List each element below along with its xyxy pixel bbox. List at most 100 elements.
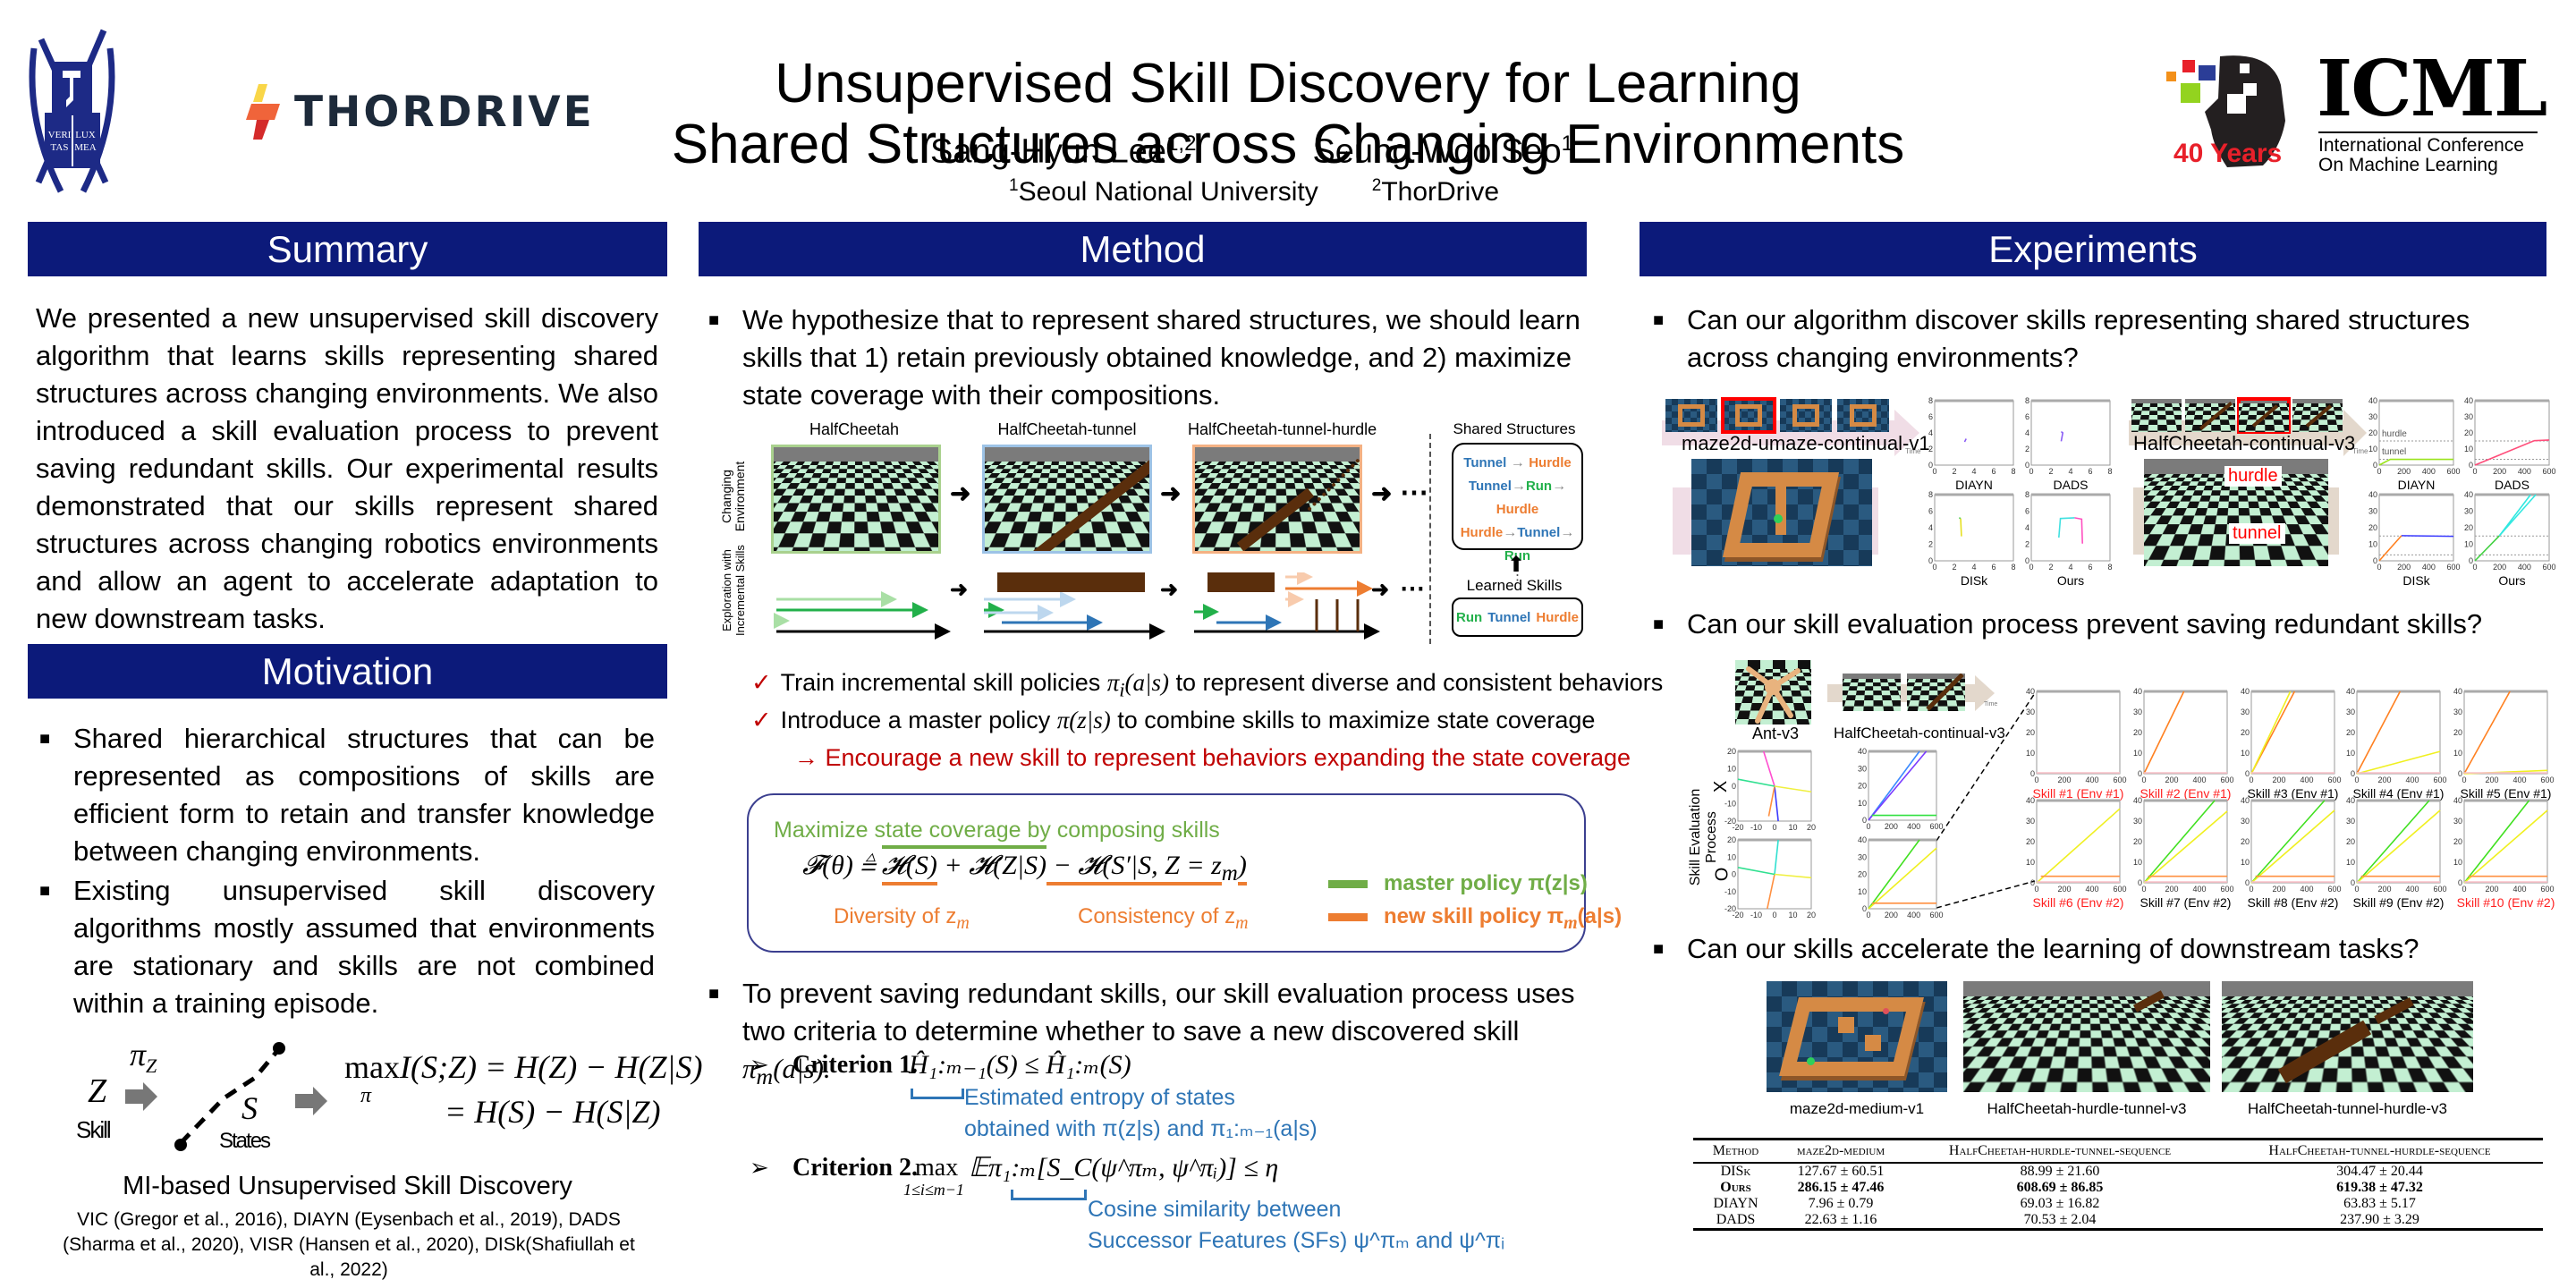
x-tick-label: -10 [1750,823,1762,832]
y-tick-label: 30 [2241,817,2250,826]
y-tick-label: 10 [2026,858,2035,867]
x-tick-label: 200 [2493,563,2506,572]
diversity-label: Diversity of zm [834,904,970,934]
affil-sup: 1 [1009,176,1019,195]
x-tick-label: 8 [2107,563,2112,572]
plot-label: Skill #6 (Env #2) [2019,895,2138,910]
shared-row: Tunnel → Hurdle [1453,452,1581,475]
plot-frame [1935,401,2013,465]
y-tick-label: 10 [2026,749,2035,758]
skill-distance-plot: 0200400600010203040 [2237,690,2336,784]
snu-motto-tas: TAS [47,141,72,154]
affil-name: Seoul National University [1019,177,1318,207]
y-tick-label: 10 [1727,852,1736,861]
y-tick-label: 30 [2026,817,2035,826]
bullet-text: Shared hierarchical structures that can … [73,723,655,867]
x-tick-label: 600 [2540,885,2554,894]
plot-label: DISk [2361,573,2471,588]
y-tick-label: 40 [2133,687,2142,696]
x-tick-label: 8 [2107,467,2112,476]
x-tick-label: 0 [1932,467,1936,476]
author-2: Seung-Woo Seo1 [1312,131,1573,172]
ant-label: Ant-v3 [1726,724,1825,743]
mi-references: VIC (Gregor et al., 2016), DIAYN (Eysenb… [54,1208,644,1283]
y-tick-label: 4 [1928,428,1933,437]
states-label: States [219,1129,269,1154]
summary-heading: Summary [28,222,667,276]
checkmark-icon: ✓ [751,669,772,696]
checkmark-icon: ✓ [751,707,772,733]
x-tick-label: 400 [2518,467,2531,476]
column-header: HalfCheetah-hurdle-tunnel-sequence [1903,1140,2216,1164]
x-tick-label: 10 [1788,823,1797,832]
y-tick-label: 40 [2346,687,2355,696]
hurdle-tag: hurdle [2224,466,2282,487]
trajectory-line [1961,519,1962,537]
x-tick-label: 200 [2165,885,2178,894]
x-tick-label: 400 [2518,563,2531,572]
bullet-text: To prevent saving redundant skills, our … [742,978,1574,1046]
y-tick-label: 2 [1928,445,1933,453]
criterion-2-formula: 𝔼π₁:ₘ[S_C(ψ^πₘ, ψ^πᵢ)] ≤ η [969,1152,1278,1183]
cheetah-distance-plot-accepted: 0200400600010203040 [1854,838,1938,919]
env2-label: HalfCheetah-continual-v3 [2133,432,2330,455]
up-arrow-icon: ⬆ [1507,552,1525,578]
entropy-states-term: 𝓗(S) [882,845,937,886]
x-tick-label: 4 [1971,563,1976,572]
value-cell: 619.38 ± 47.32 [2216,1180,2543,1196]
plot-frame [2357,691,2440,774]
x-tick-label: 6 [1991,563,1996,572]
y-tick-label: 8 [1928,396,1933,405]
plot-label: Skill #10 (Env #2) [2446,895,2565,910]
x-tick-label: 6 [2088,563,2092,572]
shared-row: Tunnel→Run→Hurdle [1453,475,1581,521]
y-tick-label: -10 [1724,887,1736,896]
y-tick-label: 10 [2346,749,2355,758]
max-operator: max [344,1049,400,1085]
x-tick-label: 400 [1907,911,1920,919]
value-cell: 88.99 ± 21.60 [1903,1163,2216,1180]
y-tick-label: 6 [1928,507,1933,516]
author-name: Seung-Woo Seo [1312,133,1561,171]
y-tick-label: -20 [1724,817,1736,826]
snu-logo: VERI LUX TAS MEA [25,13,119,200]
skill-distance-plot: 0200400600010203040 [2237,799,2336,894]
experiments-question-2: ■Can our skill evaluation process preven… [1687,606,2528,643]
method-heading: Method [699,222,1587,276]
objective-formula: 𝓕(θ) ≜ 𝓗(S) + 𝓗(Z|S) − 𝓗(S′|S, Z = zm) [802,851,1247,886]
x-tick-label: 200 [2165,775,2178,784]
author-affil-sup: 1,2 [1166,131,1196,156]
method-cell: Ours [1693,1180,1778,1196]
x-tick-label: 4 [2068,563,2072,572]
x-tick-label: 0 [2029,563,2033,572]
check-item-2: ✓Introduce a master policy π(z|s) to com… [751,707,1595,734]
mi-diagram: πZ Z Skill S States maxI(S;Z) = H(Z) − H… [72,1029,662,1154]
divider-dashed [1429,434,1431,644]
criterion-1-note-line2: obtained with π(z|s) and π₁:ₘ₋₁(a|s) [964,1115,1318,1142]
value-cell: 63.83 ± 5.17 [2216,1196,2543,1212]
y-tick-label: 0 [2025,556,2029,565]
env-title-halfcheetah: HalfCheetah [769,420,939,439]
snu-motto-lux: LUX [72,129,98,141]
criterion-marker-icon: ➢ [750,1154,769,1182]
bracket-line [1011,1190,1087,1200]
plot-frame [1868,840,1936,909]
value-cell: 69.03 ± 16.82 [1903,1196,2216,1212]
arrow-note: → Encourage a new skill to represent beh… [794,744,1631,772]
bullet-text: Can our skill evaluation process prevent… [1687,608,2482,640]
x-tick-label: 600 [2220,885,2233,894]
x-tick-label: 0 [2377,563,2381,572]
next-arrow-icon: ➜ [1371,577,1389,603]
consistency-label: Consistency of zm [1078,904,1249,934]
x-tick-label: 2 [2048,467,2053,476]
y-tick-label: 20 [2026,837,2035,846]
skill-distance-plot: 0200400600010203040 [2343,690,2442,784]
exploration-arrows [769,572,1413,644]
plot-label: Skill #9 (Env #2) [2339,895,2458,910]
motivation-heading: Motivation [28,644,667,699]
next-arrow-icon: ➜ [1371,479,1392,508]
tunnel-block [1208,572,1275,592]
maze-umaze-image [1691,459,1872,566]
value-cell: 286.15 ± 47.46 [1778,1180,1903,1196]
y-tick-label: 0 [2138,769,2142,778]
